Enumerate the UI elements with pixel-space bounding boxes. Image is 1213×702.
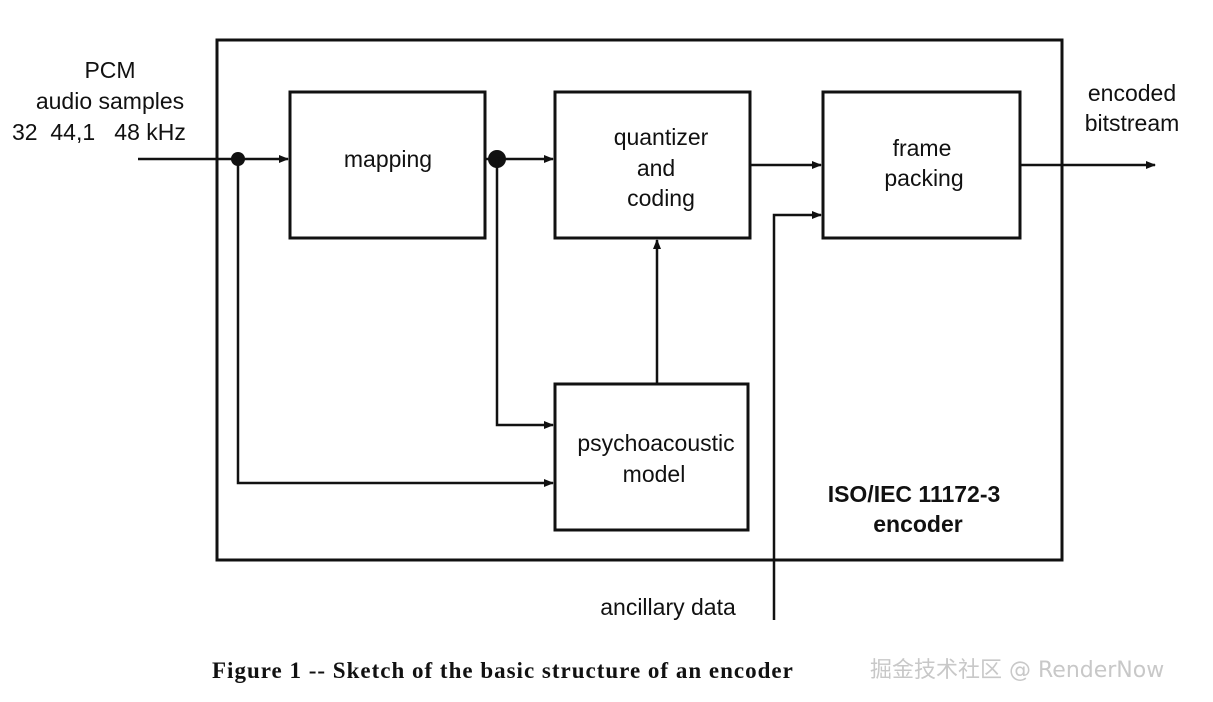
quantizer-label-line2: and	[637, 155, 675, 181]
psychoacoustic-label-line2: model	[623, 461, 686, 487]
mapping-block	[288, 90, 487, 240]
frame-packing-label-line1: frame	[893, 135, 952, 161]
arrow-input-to-psychoacoustic	[236, 159, 554, 487]
input-label-sample-rates: 32 44,1 48 kHz	[12, 119, 186, 145]
encoder-boundary	[215, 38, 1064, 562]
output-label-encoded: encoded	[1088, 80, 1176, 106]
psychoacoustic-model-block	[553, 382, 750, 532]
frame-packing-label-line2: packing	[884, 165, 963, 191]
arrow-ancillary-to-frame-packing	[772, 211, 822, 620]
input-label-pcm: PCM	[84, 57, 135, 83]
watermark-backdrop	[866, 652, 1206, 686]
encoder-title-line1: ISO/IEC 11172-3	[828, 481, 1001, 507]
mapping-label: mapping	[344, 146, 432, 172]
encoder-title-line2: encoder	[873, 511, 963, 537]
figure-caption: Figure 1 -- Sketch of the basic structur…	[212, 658, 794, 683]
quantizer-label-line1: quantizer	[614, 124, 709, 150]
psychoacoustic-label-line1: psychoacoustic	[577, 430, 734, 456]
quantizer-label-line3: coding	[627, 185, 695, 211]
watermark-text: 掘金技术社区 @ RenderNow	[870, 658, 1164, 683]
output-label-bitstream: bitstream	[1085, 110, 1180, 136]
arrow-mapping-to-psychoacoustic	[495, 159, 554, 429]
input-label-audio-samples: audio samples	[36, 88, 184, 114]
ancillary-data-label: ancillary data	[600, 594, 736, 620]
